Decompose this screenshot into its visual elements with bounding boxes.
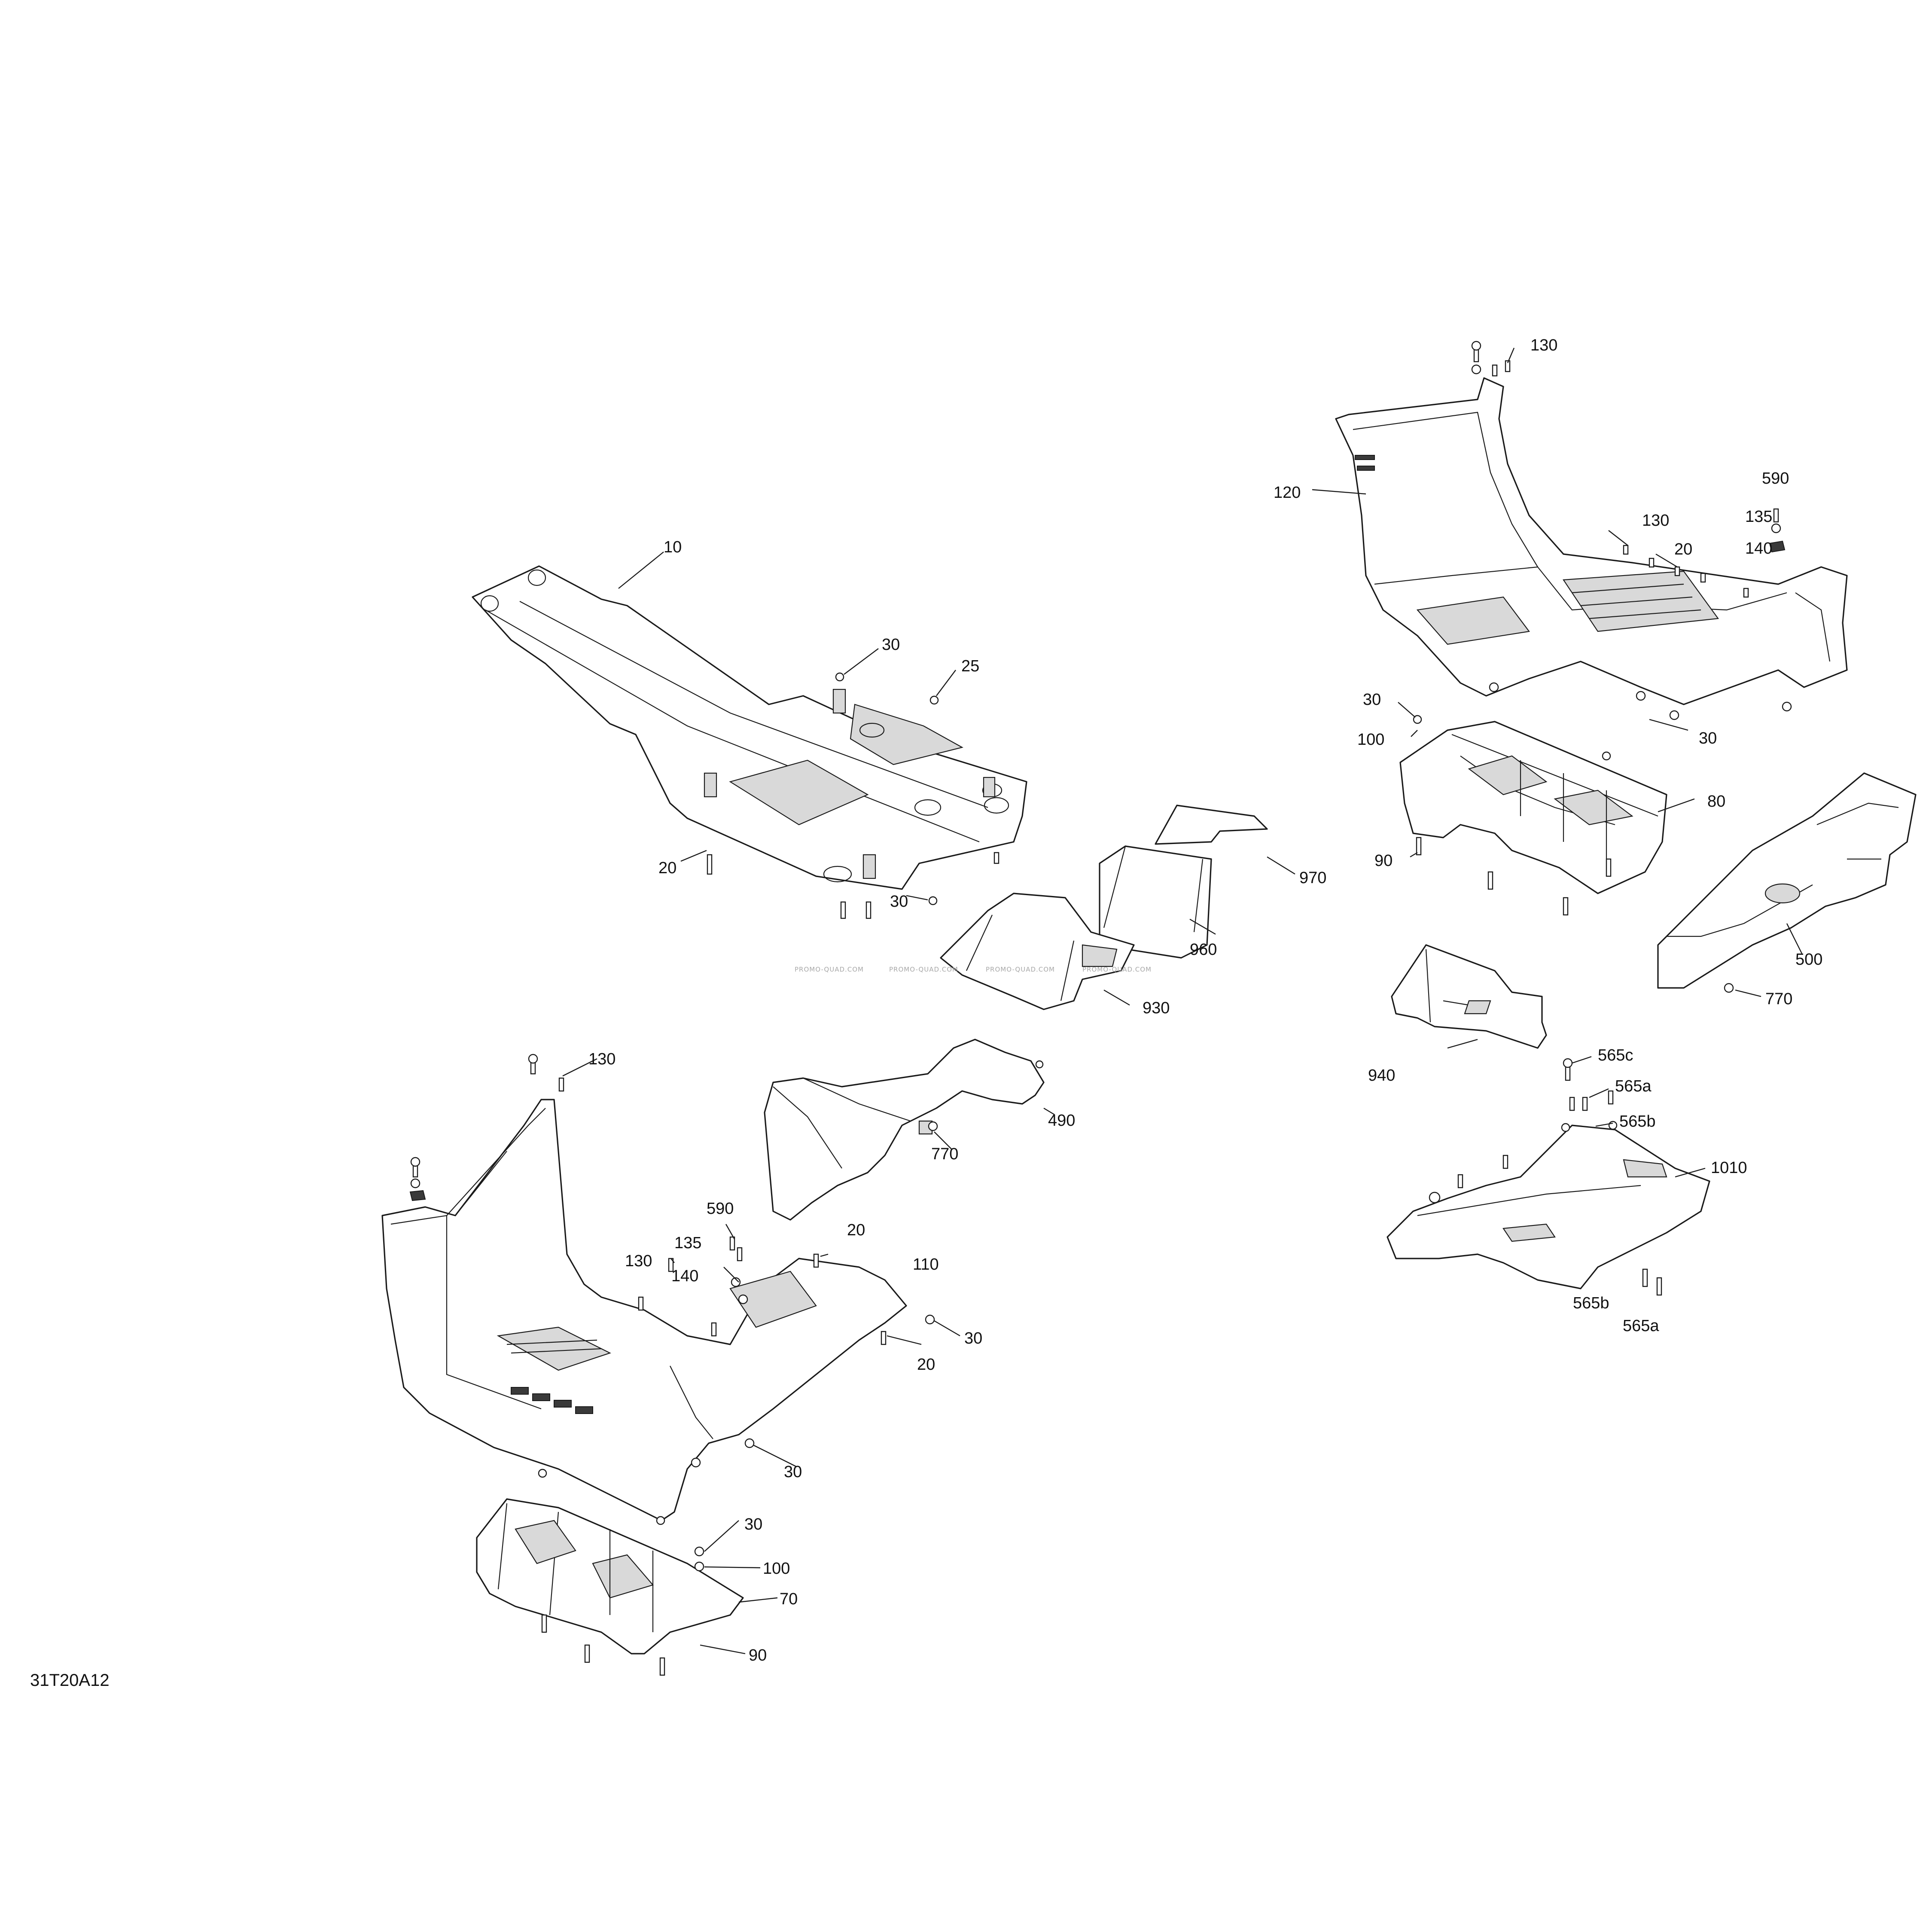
part-70-fasteners <box>538 1469 704 1676</box>
callout-30: 30 <box>890 893 908 911</box>
part-80-support-right <box>1399 721 1667 894</box>
leader-lines <box>562 347 1803 1655</box>
part-10-fasteners <box>707 672 1000 919</box>
callout-940: 940 <box>1368 1067 1396 1085</box>
part-10-skid-plate <box>472 565 1027 890</box>
part-490-fasteners <box>928 1060 1044 1131</box>
part-70-support-left <box>476 1498 744 1655</box>
part-1010-cover <box>1387 1124 1710 1289</box>
callout-120: 120 <box>1274 484 1301 502</box>
callout-490: 490 <box>1048 1112 1076 1130</box>
part-110-fasteners <box>409 1054 935 1468</box>
callout-90: 90 <box>749 1646 767 1664</box>
callout-130: 130 <box>1642 512 1670 530</box>
part-500-fender-right <box>1657 772 1917 989</box>
callout-140: 140 <box>671 1267 699 1285</box>
figure-reference-code: 31T20A12 <box>30 1671 110 1690</box>
part-80-fasteners <box>1413 715 1612 916</box>
callout-590: 590 <box>707 1200 734 1218</box>
callout-565a: 565a <box>1615 1077 1652 1095</box>
callout-1010: 1010 <box>1711 1159 1747 1177</box>
callout-135: 135 <box>1745 508 1773 526</box>
watermark: PROMO-QUAD.COM <box>1082 966 1152 973</box>
callout-130: 130 <box>588 1050 616 1068</box>
callout-500: 500 <box>1795 951 1823 969</box>
callout-100: 100 <box>1357 731 1385 749</box>
callout-970: 970 <box>1299 869 1327 887</box>
callout-70: 70 <box>780 1590 798 1608</box>
callout-30: 30 <box>784 1463 802 1481</box>
callout-140: 140 <box>1745 539 1773 558</box>
callout-930: 930 <box>1143 999 1170 1017</box>
callout-90: 90 <box>1374 852 1393 870</box>
part-940-panel <box>1391 944 1547 1049</box>
callout-80: 80 <box>1707 792 1726 811</box>
callout-110: 110 <box>913 1255 939 1274</box>
callout-590: 590 <box>1762 469 1789 488</box>
callout-565c: 565c <box>1598 1046 1633 1064</box>
callout-30: 30 <box>1699 729 1717 747</box>
callout-770: 770 <box>1765 990 1793 1008</box>
callout-10: 10 <box>664 538 682 556</box>
part-1010-fasteners <box>1429 1058 1662 1296</box>
callout-130: 130 <box>625 1252 652 1270</box>
callout-565b: 565b <box>1573 1294 1609 1312</box>
part-120-fasteners <box>1471 341 1792 720</box>
part-930-splash-guard <box>940 893 1135 1010</box>
callout-135: 135 <box>674 1234 702 1252</box>
part-970-shield <box>1155 804 1268 845</box>
part-960-shield <box>1099 845 1212 959</box>
callout-30: 30 <box>882 636 900 654</box>
callout-30: 30 <box>1363 691 1381 709</box>
callout-30: 30 <box>744 1515 763 1533</box>
callout-960: 960 <box>1190 941 1217 959</box>
callout-100: 100 <box>763 1560 790 1578</box>
callout-130: 130 <box>1530 336 1558 354</box>
callout-20: 20 <box>1674 540 1693 558</box>
callout-565a: 565a <box>1623 1317 1659 1335</box>
part-120-footwell-right <box>1335 377 1848 705</box>
part-500-fasteners <box>1724 983 1734 993</box>
callout-20: 20 <box>658 859 677 877</box>
callout-20: 20 <box>847 1221 865 1239</box>
watermark: PROMO-QUAD.COM <box>986 966 1055 973</box>
callout-25: 25 <box>961 657 980 675</box>
watermark: PROMO-QUAD.COM <box>889 966 958 973</box>
watermark: PROMO-QUAD.COM <box>795 966 864 973</box>
callout-565b: 565b <box>1619 1112 1656 1131</box>
part-110-footwell-left <box>381 1099 907 1521</box>
callout-770: 770 <box>931 1145 959 1163</box>
callout-30: 30 <box>964 1329 983 1347</box>
part-490-splash-guard <box>764 1039 1045 1221</box>
callout-20: 20 <box>917 1356 936 1374</box>
